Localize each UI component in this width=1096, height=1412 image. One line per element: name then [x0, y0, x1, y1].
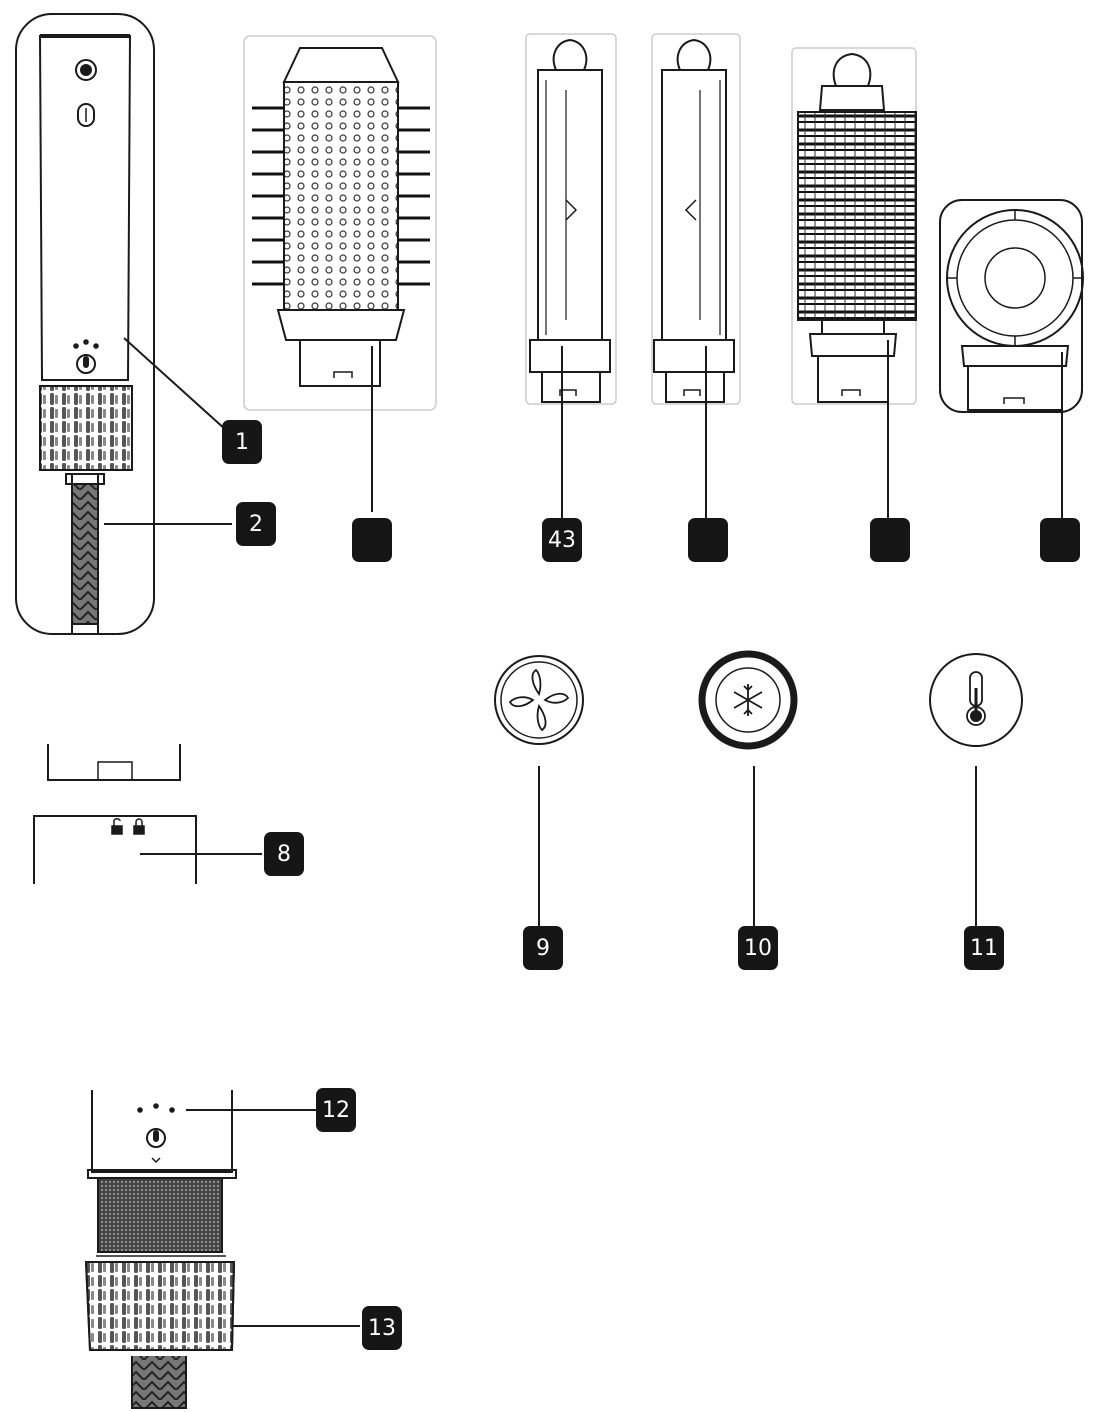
handle-base-detail	[84, 1090, 360, 1409]
filter-mesh	[97, 1177, 223, 1253]
callout-12: 12	[316, 1088, 356, 1132]
handle-body	[38, 35, 132, 381]
filter-cover	[84, 1261, 236, 1351]
callout-4: 43	[542, 518, 582, 562]
attachment-lock-detail	[33, 744, 262, 884]
leader-line-1	[123, 337, 227, 431]
power-button-icon	[75, 59, 97, 81]
callout-13: 13	[362, 1306, 402, 1350]
lock-button-icon	[77, 103, 95, 127]
lock-icon	[133, 818, 145, 835]
callout-1: 1	[222, 420, 262, 464]
bristle-brush	[791, 47, 917, 520]
temperature-button-icon	[76, 354, 96, 374]
concentrator-nozzle	[939, 199, 1084, 520]
callout-3	[352, 518, 392, 562]
round-brush	[243, 35, 437, 512]
curling-barrel-right	[651, 33, 741, 520]
curling-barrel-left	[525, 33, 617, 520]
callout-7	[1040, 518, 1080, 562]
callout-9: 9	[523, 926, 563, 970]
callout-8: 8	[264, 832, 304, 876]
unlock-icon	[111, 818, 123, 835]
callout-2: 2	[236, 502, 276, 546]
air-filter	[39, 385, 133, 471]
snowflake-icon	[698, 650, 798, 928]
callout-6	[870, 518, 910, 562]
fan-icon	[494, 655, 584, 928]
callout-10: 10	[738, 926, 778, 970]
callout-11: 11	[964, 926, 1004, 970]
thermometer-icon	[929, 653, 1023, 928]
handle-unit	[15, 13, 155, 635]
callout-5	[688, 518, 728, 562]
power-cord	[71, 483, 99, 625]
handle-outline	[15, 13, 155, 635]
